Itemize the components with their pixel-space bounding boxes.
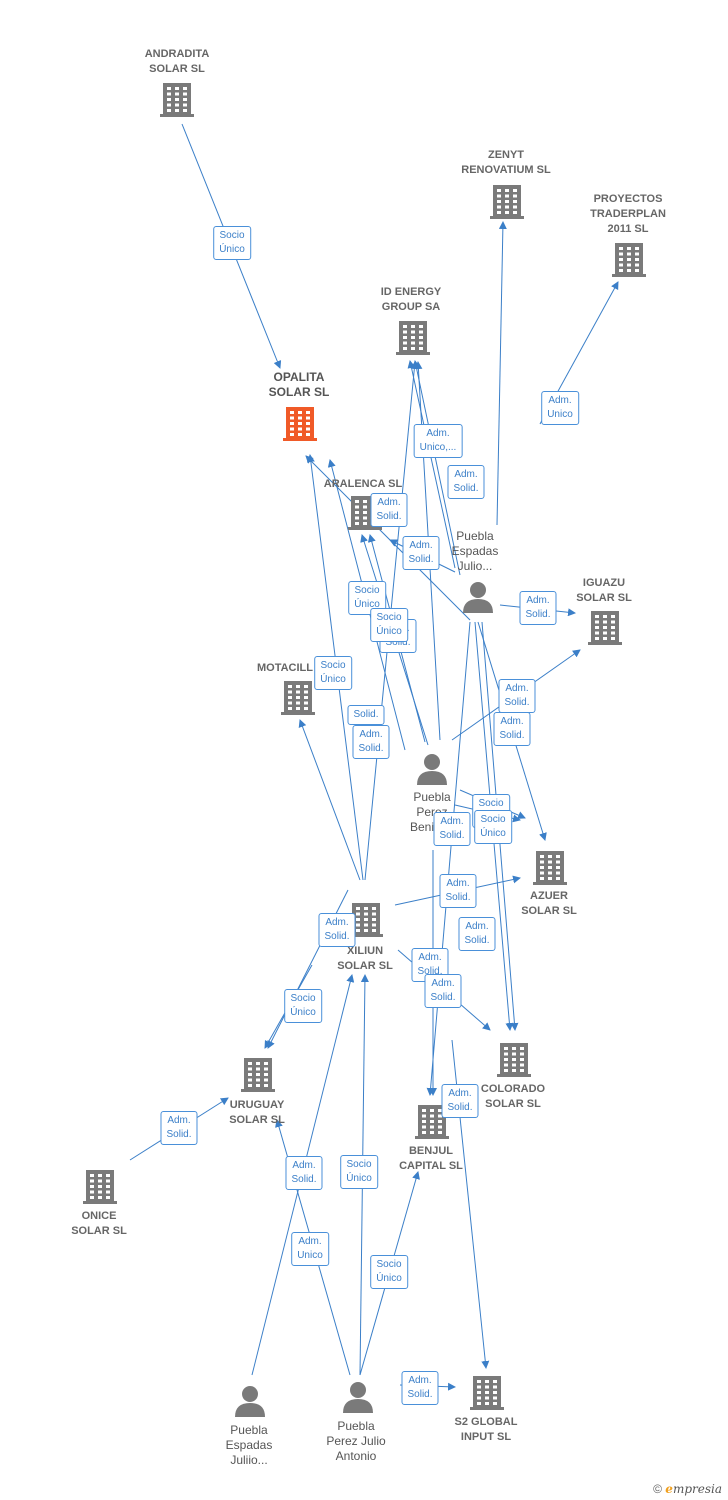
puebla-perez-benito-person-icon[interactable] — [417, 754, 447, 785]
relation-label: Adm. Solid. — [318, 913, 356, 947]
opalita-label[interactable]: OPALITA SOLAR SL — [268, 370, 330, 399]
relation-edge — [298, 719, 361, 881]
relation-edge — [426, 621, 471, 1096]
zenyt-building-icon[interactable] — [490, 185, 524, 219]
copyright-footer: © empresia — [653, 1482, 722, 1496]
colorado-building-icon[interactable] — [497, 1043, 531, 1077]
relation-label: Adm. Unico,... — [413, 424, 463, 458]
relation-label: Socio Único — [474, 810, 512, 844]
proyectos-building-icon[interactable] — [612, 243, 646, 277]
motacill-label[interactable]: MOTACILL — [256, 662, 314, 674]
puebla-espadas-juliio-label[interactable]: Puebla Espadas Juliio... — [225, 1423, 273, 1467]
relation-label: Adm. Solid. — [447, 465, 485, 499]
andradita-building-icon[interactable] — [160, 83, 194, 117]
relation-label: Adm. Unico — [541, 391, 579, 425]
azuer-label[interactable]: AZUER SOLAR SL — [521, 890, 577, 917]
azuer-building-icon[interactable] — [533, 851, 567, 885]
relation-label: Adm. Solid. — [160, 1111, 198, 1145]
copyright-symbol: © — [653, 1482, 662, 1496]
uruguay-building-icon[interactable] — [241, 1058, 275, 1092]
s2-global-building-icon[interactable] — [470, 1376, 504, 1410]
puebla-perez-benito-label[interactable]: Puebla Perez Benito... — [409, 790, 455, 834]
relation-label: Adm. Solid. — [519, 591, 557, 625]
relation-edge — [407, 360, 456, 569]
brand-initial: e — [665, 1482, 673, 1496]
relation-label: Socio Único — [370, 1255, 408, 1289]
colorado-label[interactable]: COLORADO SOLAR SL — [480, 1083, 546, 1110]
puebla-espadas-julio-person-icon[interactable] — [463, 582, 493, 613]
relation-label: Adm. Unico — [291, 1232, 329, 1266]
puebla-espadas-juliio-person-icon[interactable] — [235, 1386, 265, 1417]
uruguay-label[interactable]: URUGUAY SOLAR SL — [229, 1099, 285, 1126]
relation-label: Adm. Solid. — [433, 812, 471, 846]
brand-name: mpresia — [672, 1482, 722, 1496]
id-energy-label[interactable]: ID ENERGY GROUP SA — [380, 286, 442, 313]
relation-label: Adm. Solid. — [498, 679, 536, 713]
xiliun-label[interactable]: XILIUN SOLAR SL — [337, 945, 393, 972]
relation-label: Socio Único — [284, 989, 322, 1023]
relation-label: Socio Único — [340, 1155, 378, 1189]
relation-label: Adm. Solid. — [493, 712, 531, 746]
relation-label: Adm. Solid. — [458, 917, 496, 951]
relation-edge — [305, 455, 471, 621]
relation-label: Solid. — [347, 705, 385, 725]
relation-label: Adm. Solid. — [439, 874, 477, 908]
relation-edge — [412, 360, 461, 576]
benjul-building-icon[interactable] — [415, 1105, 449, 1139]
relation-label: Adm. Solid. — [370, 493, 408, 527]
andradita-label[interactable]: ANDRADITA SOLAR SL — [144, 48, 210, 75]
relation-label: Adm. Solid. — [401, 1371, 439, 1405]
onice-label[interactable]: ONICE SOLAR SL — [71, 1210, 127, 1237]
relation-edge — [496, 221, 507, 526]
relation-label: Adm. Solid. — [402, 536, 440, 570]
aralenca-label[interactable]: ARALENCA SL — [323, 478, 403, 490]
iguazu-label[interactable]: IGUAZU SOLAR SL — [576, 577, 632, 604]
opalita-building-icon[interactable] — [283, 407, 317, 441]
relation-label: Adm. Solid. — [285, 1156, 323, 1190]
motacill-building-icon[interactable] — [281, 681, 315, 715]
relation-label: Socio Único — [213, 226, 251, 260]
iguazu-building-icon[interactable] — [588, 611, 622, 645]
relation-label: Socio Único — [370, 608, 408, 642]
brand-logo: empresia — [665, 1482, 722, 1496]
onice-building-icon[interactable] — [83, 1170, 117, 1204]
puebla-perez-julio-antonio-person-icon[interactable] — [343, 1382, 373, 1413]
relation-label: Socio Único — [314, 656, 352, 690]
s2-global-label[interactable]: S2 GLOBAL INPUT SL — [454, 1416, 518, 1443]
xiliun-building-icon[interactable] — [349, 903, 383, 937]
benjul-label[interactable]: BENJUL CAPITAL SL — [399, 1145, 463, 1172]
relation-label: Adm. Solid. — [424, 974, 462, 1008]
relation-label: Adm. Solid. — [352, 725, 390, 759]
puebla-perez-julio-antonio-label[interactable]: Puebla Perez Julio Antonio — [326, 1419, 386, 1463]
puebla-espadas-julio-label[interactable]: Puebla Espadas Julio... — [451, 529, 499, 573]
relation-label: Adm. Solid. — [441, 1084, 479, 1118]
zenyt-label[interactable]: ZENYT RENOVATIUM SL — [461, 149, 551, 176]
id-energy-building-icon[interactable] — [396, 321, 430, 355]
proyectos-label[interactable]: PROYECTOS TRADERPLAN 2011 SL — [590, 193, 666, 235]
